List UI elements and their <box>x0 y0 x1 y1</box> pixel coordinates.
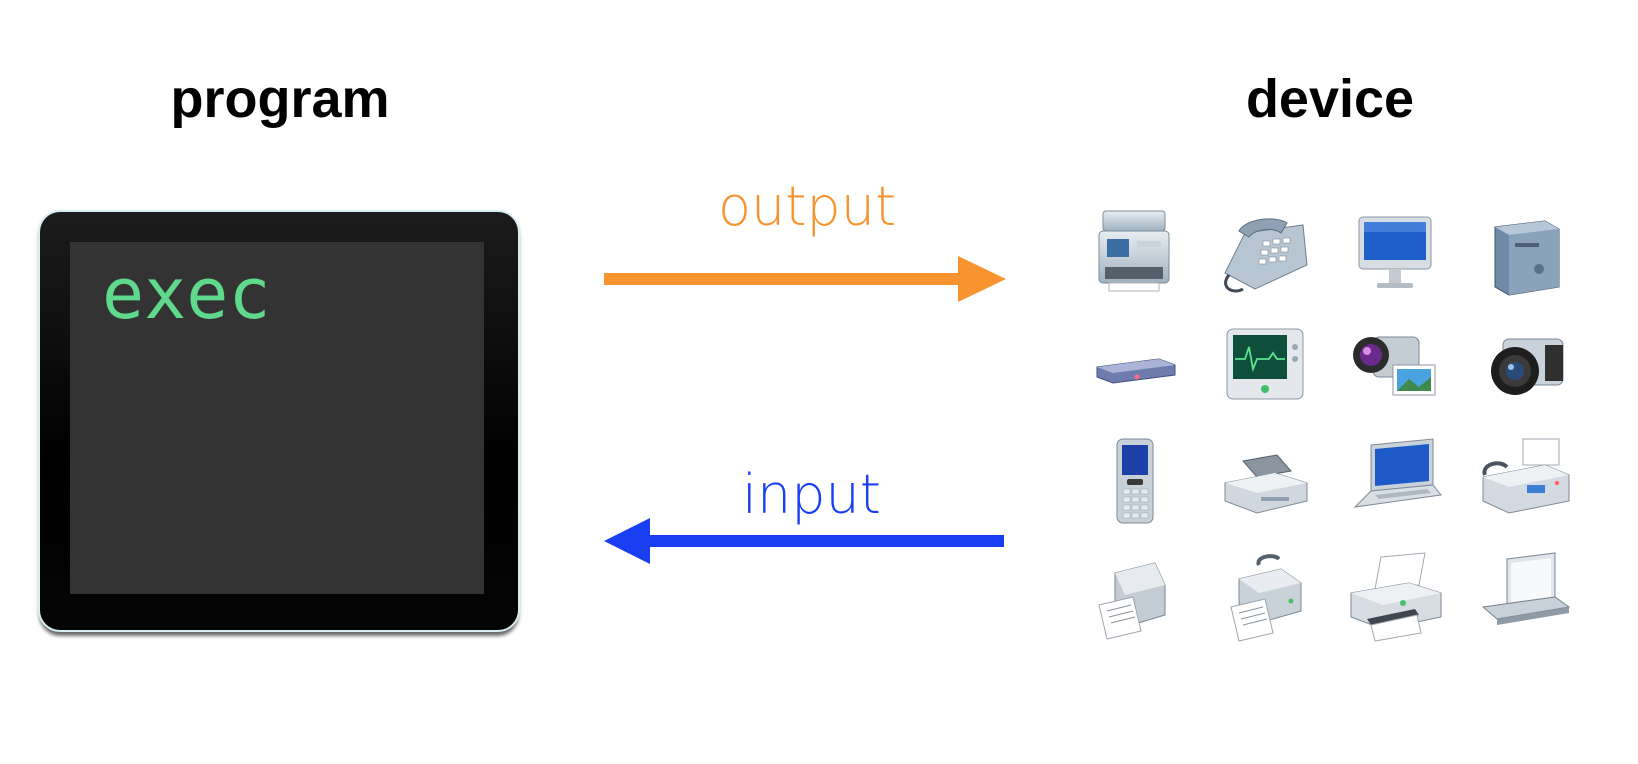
mobile-phone-icon <box>1070 424 1200 538</box>
fax-printer-icon <box>1200 538 1330 652</box>
output-label: output <box>718 175 897 238</box>
device-icon-grid <box>1070 196 1590 642</box>
output-arrow <box>604 256 1006 302</box>
terminal-command-text: exec <box>102 253 271 335</box>
terminal-icon: exec <box>40 212 518 630</box>
inkjet-printer-icon <box>1330 538 1460 652</box>
receipt-printer-icon <box>1070 538 1200 652</box>
laptop-icon <box>1330 424 1460 538</box>
server-tower-icon <box>1460 196 1590 310</box>
desktop-monitor-icon <box>1330 196 1460 310</box>
desk-phone-icon <box>1200 196 1330 310</box>
fax-machine-icon <box>1460 424 1590 538</box>
video-camera-icon <box>1330 310 1460 424</box>
flatbed-scanner-icon <box>1200 424 1330 538</box>
program-heading: program <box>170 69 390 129</box>
multifunction-printer-icon <box>1070 196 1200 310</box>
photo-camera-icon <box>1460 310 1590 424</box>
network-router-icon <box>1070 310 1200 424</box>
scanner-icon <box>1460 538 1590 652</box>
input-label: input <box>742 463 881 526</box>
terminal-screen: exec <box>70 242 484 594</box>
input-arrow <box>604 518 1004 564</box>
device-heading: device <box>1245 69 1415 129</box>
heart-monitor-icon <box>1200 310 1330 424</box>
